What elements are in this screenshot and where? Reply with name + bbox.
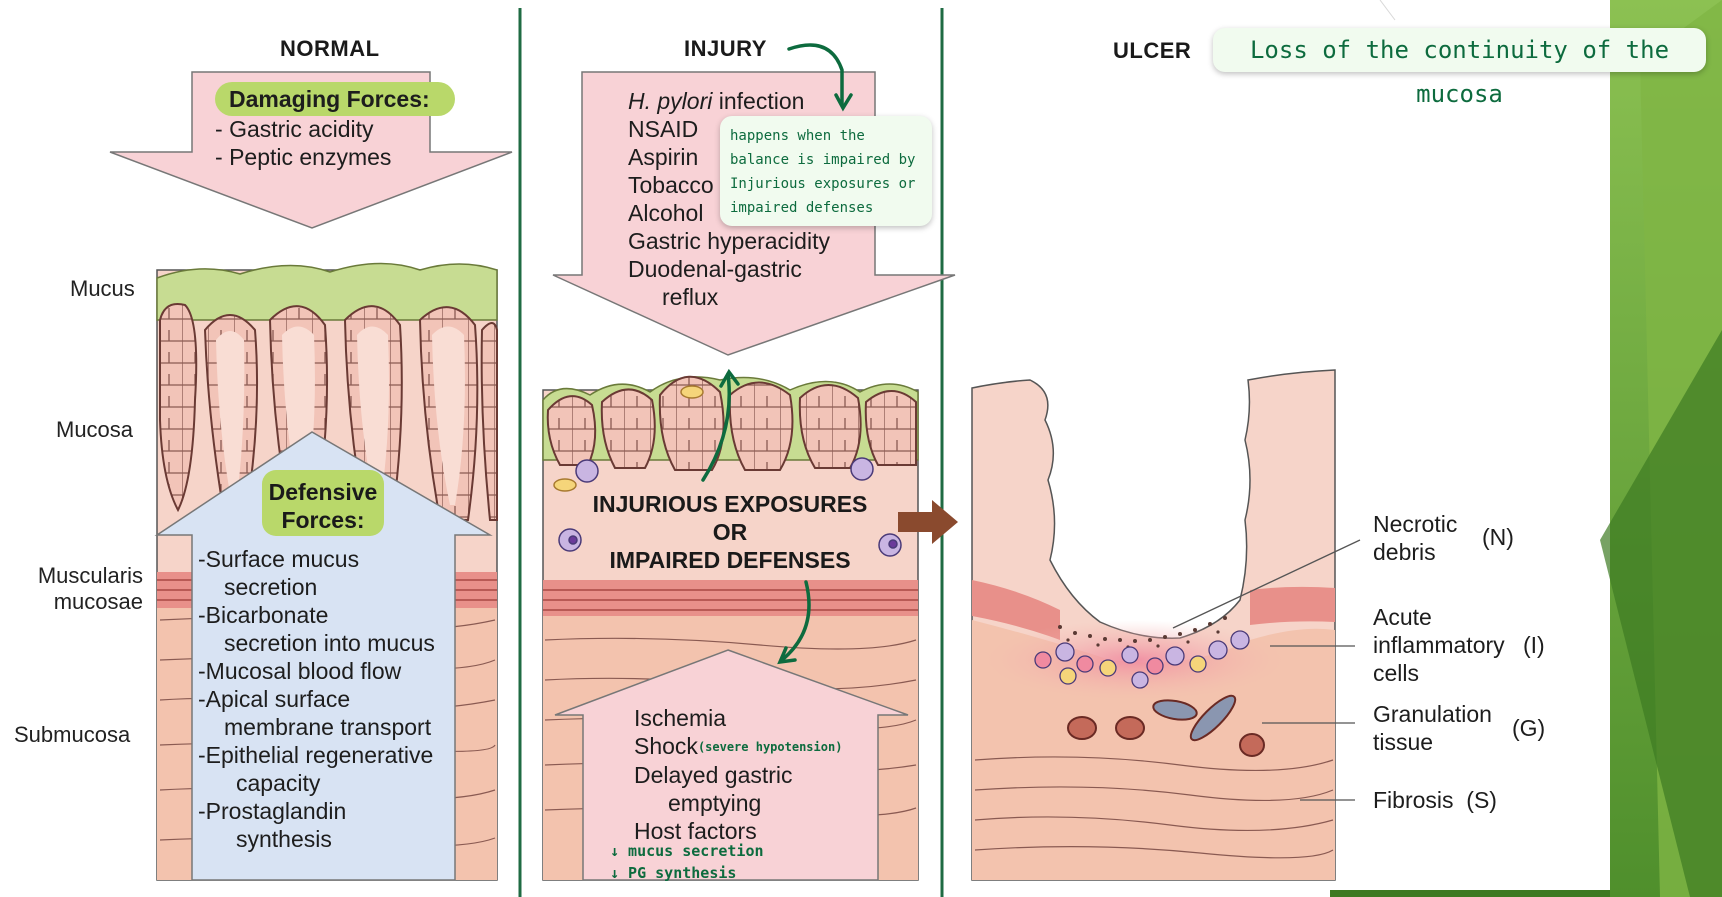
handwritten-host-factors: ↓ mucus secretion ↓ PG synthesis: [610, 840, 764, 884]
injury-center-text: INJURIOUS EXPOSURES OR IMPAIRED DEFENSES: [570, 490, 890, 574]
list-item: - Peptic enzymes: [215, 143, 391, 171]
ulcer-tissue: [972, 370, 1360, 880]
normal-title: NORMAL: [280, 36, 380, 62]
list-item-cont: capacity: [198, 769, 435, 797]
damaging-forces-heading: Damaging Forces:: [229, 86, 430, 113]
impaired-defenses-list: Ischemia Shock(severe hypotension) Delay…: [634, 704, 842, 845]
injury-title: INJURY: [684, 36, 767, 62]
label-granulation-code: (G): [1512, 714, 1545, 742]
list-item: - Gastric acidity: [215, 115, 391, 143]
list-item-cont: secretion: [198, 573, 435, 601]
list-item-cont: synthesis: [198, 825, 435, 853]
label-acute-code: (I): [1523, 631, 1545, 659]
list-item: Delayed gastric: [634, 761, 842, 789]
layer-label-mucus: Mucus: [70, 276, 135, 302]
list-item: Duodenal-gastric: [628, 255, 830, 283]
damaging-forces-list: - Gastric acidity - Peptic enzymes: [215, 115, 391, 171]
list-item: -Epithelial regenerative: [198, 741, 435, 769]
injury-balance-note: happens when the balance is impaired by …: [720, 116, 932, 226]
list-item: -Apical surface: [198, 685, 435, 713]
label-fibrosis: Fibrosis (S): [1373, 786, 1497, 814]
list-item: H. pylori infection: [628, 87, 830, 115]
ulcer-definition-note: Loss of the continuity of the mucosa: [1213, 28, 1706, 72]
ulcer-title: ULCER: [1113, 38, 1191, 64]
list-item: reflux: [628, 283, 830, 311]
defensive-forces-list: -Surface mucus secretion -Bicarbonate se…: [198, 545, 435, 853]
list-item: Gastric hyperacidity: [628, 227, 830, 255]
label-necrotic-code: (N): [1482, 523, 1514, 551]
list-item: -Prostaglandin: [198, 797, 435, 825]
list-item-cont: secretion into mucus: [198, 629, 435, 657]
slide-decoration: [1330, 0, 1722, 897]
list-item: -Bicarbonate: [198, 601, 435, 629]
list-item: emptying: [634, 789, 842, 817]
list-item: Ischemia: [634, 704, 842, 732]
shock-note: (severe hypotension): [698, 740, 843, 754]
layer-label-submucosa: Submucosa: [14, 722, 130, 748]
list-item-cont: membrane transport: [198, 713, 435, 741]
layer-label-mucosa: Mucosa: [56, 417, 133, 443]
list-item: -Mucosal blood flow: [198, 657, 435, 685]
list-item: -Surface mucus: [198, 545, 435, 573]
list-item: Shock(severe hypotension): [634, 732, 842, 761]
